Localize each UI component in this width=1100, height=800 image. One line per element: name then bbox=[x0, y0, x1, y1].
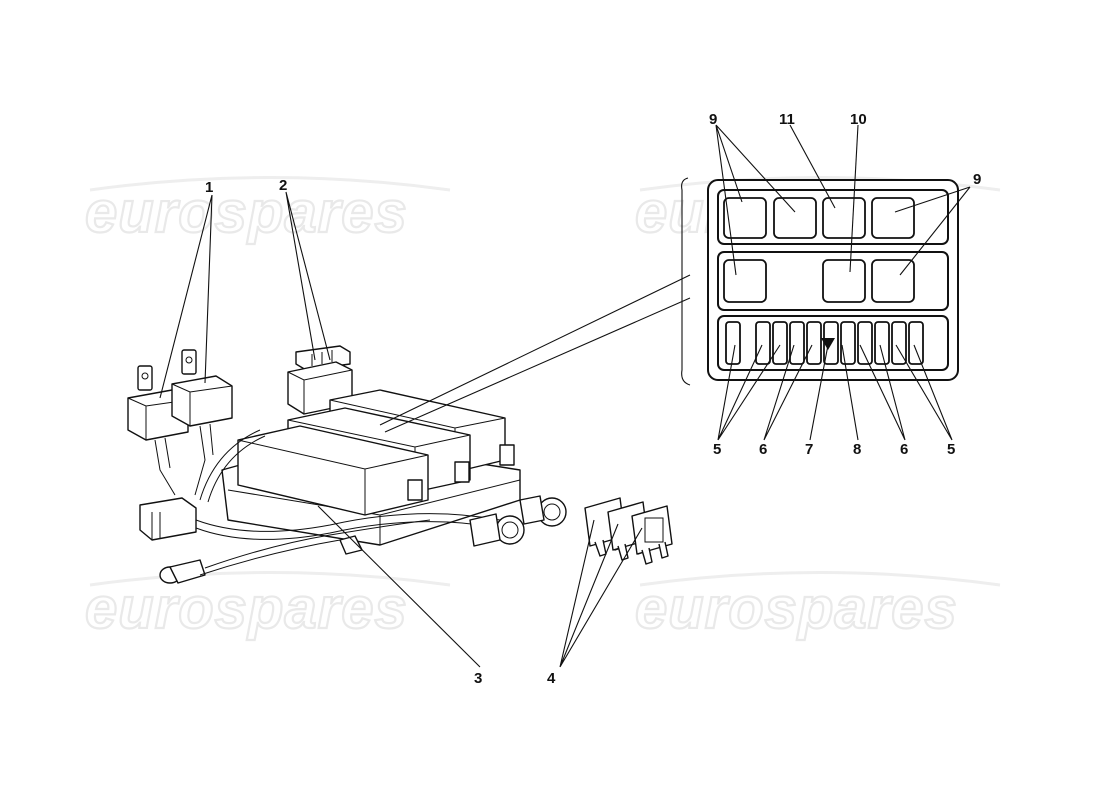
relay-slot bbox=[822, 259, 866, 303]
fuse-slots bbox=[725, 321, 924, 365]
callout-2: 2 bbox=[279, 177, 287, 194]
callout-10: 10 bbox=[850, 111, 867, 128]
fuse-box-assembly bbox=[139, 389, 567, 584]
relay-slot bbox=[822, 197, 866, 239]
callout-1: 1 bbox=[205, 179, 213, 196]
callout-9: 9 bbox=[973, 171, 981, 188]
relay-slot bbox=[723, 259, 767, 303]
relay-slot bbox=[871, 259, 915, 303]
spare-fuses bbox=[584, 497, 673, 565]
watermark-group: eurospares eurospares eurospares eurospa… bbox=[84, 176, 1001, 642]
watermark-swoosh bbox=[89, 571, 451, 587]
watermark-swoosh bbox=[639, 571, 1001, 587]
callout-7: 7 bbox=[805, 441, 813, 458]
watermark-text: eurospares bbox=[85, 576, 408, 641]
relay-slot bbox=[723, 197, 767, 239]
watermark-swoosh bbox=[89, 176, 451, 192]
fuse-panel-detail bbox=[707, 179, 959, 381]
callout-4: 4 bbox=[547, 670, 556, 687]
relay-top bbox=[287, 345, 353, 415]
watermark-text: eurospares bbox=[635, 576, 958, 641]
watermark-text: eurospares bbox=[85, 180, 408, 245]
detail-bracket bbox=[681, 177, 691, 386]
callout-11: 11 bbox=[779, 111, 795, 128]
callout-5: 5 bbox=[947, 441, 955, 458]
callout-6: 6 bbox=[900, 441, 908, 458]
relay-slot bbox=[773, 197, 817, 239]
callout-3: 3 bbox=[474, 670, 482, 687]
callout-6: 6 bbox=[759, 441, 767, 458]
relay-right bbox=[171, 349, 233, 427]
callout-5: 5 bbox=[713, 441, 721, 458]
arrow-down-icon bbox=[821, 338, 835, 350]
relay-slot bbox=[871, 197, 915, 239]
callout-9: 9 bbox=[709, 111, 717, 128]
callout-8: 8 bbox=[853, 441, 861, 458]
callouts: 1 2 3 4 9 11 10 9 5 6 7 8 6 5 bbox=[205, 111, 981, 687]
leader-lines bbox=[159, 124, 971, 668]
relay-wires bbox=[154, 423, 214, 496]
projection-lines bbox=[379, 274, 691, 433]
